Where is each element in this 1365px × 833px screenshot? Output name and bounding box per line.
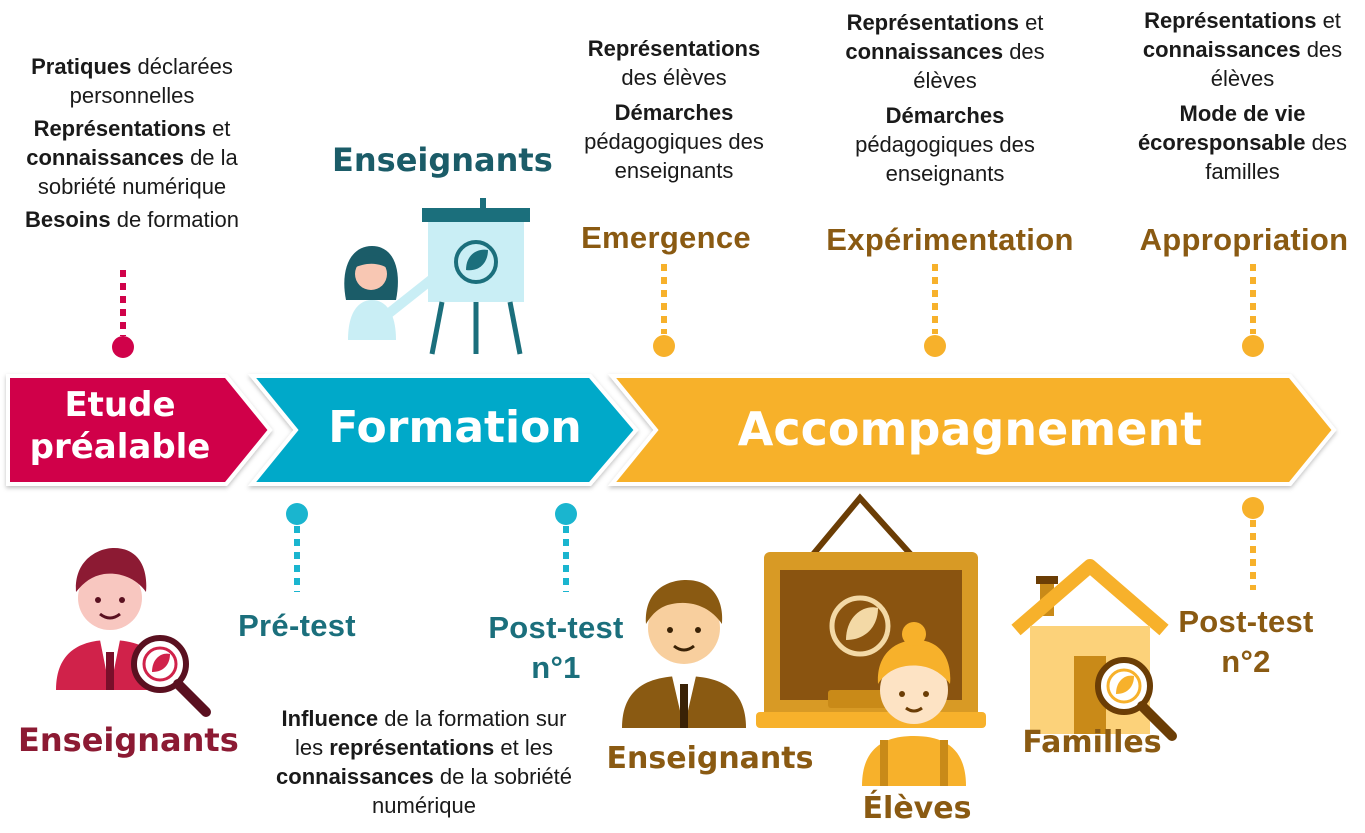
text: les [294, 735, 330, 760]
text: personnelles [69, 83, 195, 108]
text: de la sobriété [433, 764, 572, 789]
stage-formation-label: Formation [328, 402, 582, 453]
posttest1-line1: Post-test [488, 610, 624, 645]
stage-accompagnement-label: Accompagnement [737, 402, 1203, 456]
text-bold: connaissances [276, 764, 434, 789]
accompagnement-arrow [607, 374, 1337, 486]
experimentation-description: Représentations et connaissances des élè… [822, 8, 1068, 188]
text-bold: Mode de vie [1179, 101, 1306, 126]
teacher-whiteboard-icon [344, 198, 530, 355]
dot-experimentation [924, 335, 946, 357]
text-bold: connaissances [1142, 37, 1301, 62]
text: des élèves [621, 65, 727, 90]
familles-label: Familles [1022, 725, 1162, 760]
text-bold: Besoins [25, 207, 111, 232]
etude-arrow [6, 374, 273, 486]
text: élèves [1210, 66, 1275, 91]
dot-posttest1 [555, 503, 577, 525]
text: sobriété numérique [37, 174, 227, 199]
text-bold: Représentations [1144, 8, 1317, 33]
text-bold: connaissances [845, 39, 1004, 64]
posttest2-line2: n°2 [1221, 644, 1271, 679]
text: des [1305, 130, 1348, 155]
text-bold: écoresponsable [1137, 130, 1306, 155]
dot-posttest2 [1242, 497, 1264, 519]
text: et les [494, 735, 553, 760]
dot-emergence [653, 335, 675, 357]
posttest2-label: Post-test n°2 [1166, 602, 1326, 682]
pretest-label: Pré-test [238, 608, 356, 643]
teacher-man-icon [622, 580, 746, 728]
text-bold: Représentations [33, 116, 206, 141]
posttest2-line1: Post-test [1178, 604, 1314, 639]
text: de formation [110, 207, 239, 232]
phase-experimentation: Expérimentation [826, 222, 1074, 257]
text: numérique [372, 793, 476, 818]
etude-top-description: Pratiques déclarées personnelles Représe… [0, 52, 264, 234]
text-bold: Représentations [846, 10, 1019, 35]
text-bold: Influence [281, 706, 379, 731]
formation-enseignants-label: Enseignants [332, 141, 553, 179]
text: pédagogiques des [584, 129, 764, 154]
text: des [1300, 37, 1343, 62]
text-bold: Démarches [885, 103, 1005, 128]
house-magnifier-icon [1011, 559, 1177, 741]
text: et [205, 116, 231, 141]
stage-etude-label: Etude préalable [10, 384, 230, 468]
etude-enseignants-label: Enseignants [18, 721, 239, 759]
text-bold: représentations [329, 735, 495, 760]
text: et [1018, 10, 1044, 35]
text: des [1003, 39, 1045, 64]
text-bold: connaissances [26, 145, 184, 170]
text-bold: Représentations [587, 36, 761, 61]
dot-pretest [286, 503, 308, 525]
text: élèves [913, 68, 977, 93]
text-bold: Démarches [614, 100, 734, 125]
dot-appropriation [1242, 335, 1264, 357]
phase-appropriation: Appropriation [1139, 222, 1349, 257]
stage-etude-line1: Etude [64, 385, 176, 425]
text: familles [1205, 159, 1280, 184]
posttest1-line2: n°1 [531, 650, 581, 685]
formation-arrow [247, 374, 639, 486]
chalkboard-leaf-icon [756, 493, 986, 728]
text: de la formation sur [378, 706, 567, 731]
text: enseignants [885, 161, 1005, 186]
dot-etude [112, 336, 134, 358]
stage-etude-line2: préalable [29, 427, 211, 467]
text: pédagogiques des [855, 132, 1035, 157]
posttest1-label: Post-test n°1 [476, 608, 636, 688]
appropriation-description: Représentations et connaissances des élè… [1120, 6, 1365, 186]
teacher-magnifier-icon [56, 548, 211, 717]
emergence-description: Représentations des élèves Démarches péd… [556, 34, 792, 185]
text-bold: Pratiques [31, 54, 132, 79]
text: et [1316, 8, 1341, 33]
eleves-label: Élèves [862, 791, 972, 826]
text: enseignants [614, 158, 734, 183]
phase-emergence: Emergence [581, 220, 751, 255]
text: déclarées [131, 54, 233, 79]
student-girl-icon [862, 622, 966, 786]
influence-description: Influence de la formation sur les représ… [246, 704, 602, 820]
accomp-enseignants-label: Enseignants [606, 741, 814, 776]
text: de la [183, 145, 238, 170]
